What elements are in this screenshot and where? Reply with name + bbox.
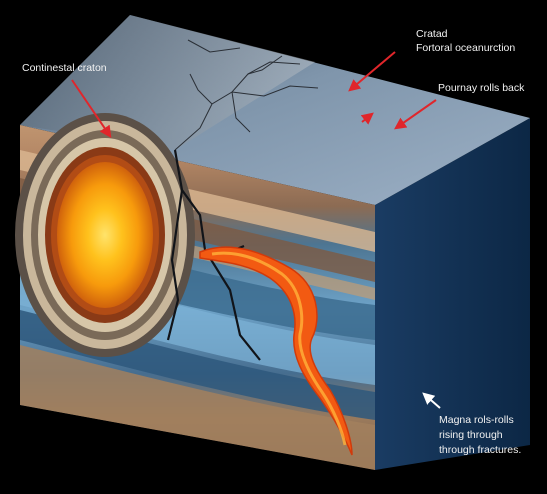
label-magma-line3: through fractures.	[439, 444, 521, 456]
cratad-arrow	[348, 51, 396, 92]
magma-glow	[211, 251, 347, 446]
label-cratad: Cratad	[416, 28, 448, 40]
pournay-arrow	[394, 99, 437, 130]
continental-craton	[15, 113, 195, 357]
craton-arrow	[71, 79, 112, 138]
craton-molten-core	[57, 162, 153, 308]
label-pournay: Pournay rolls back	[438, 82, 525, 94]
magma-arrow	[422, 392, 441, 409]
block-right-face	[375, 118, 530, 470]
label-fortoral: Fortoral oceanurction	[416, 42, 515, 54]
surface-cracks	[174, 39, 319, 151]
label-continental-craton: Continestal craton	[22, 62, 107, 74]
stratum-sediment	[20, 345, 375, 470]
magma-channel	[199, 246, 353, 456]
label-magma-line1: Magna rols-rolls	[439, 414, 514, 426]
small-top-arrow	[360, 112, 374, 125]
label-magma-line2: rising through	[439, 429, 503, 441]
